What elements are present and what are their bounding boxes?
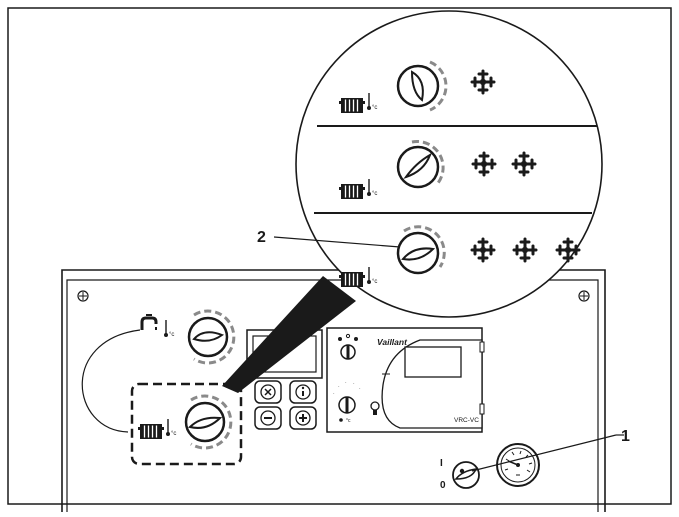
zoom-magnifier bbox=[295, 10, 603, 318]
row-1-dial bbox=[396, 60, 448, 112]
heating-temperature-dial[interactable] bbox=[184, 394, 233, 450]
boiler-control-panel bbox=[61, 269, 606, 512]
hot-water-thermometer-icon bbox=[163, 319, 176, 339]
minus-button[interactable] bbox=[254, 406, 282, 430]
controller-module: Vaillant · · · · · °c VRC-VC bbox=[326, 327, 485, 433]
switch-off-label: 0 bbox=[440, 480, 446, 491]
hot-water-temperature-dial[interactable] bbox=[187, 309, 236, 365]
room-temperature-knob[interactable] bbox=[338, 396, 356, 414]
svg-text:·: · bbox=[333, 391, 335, 397]
zoom-row-3 bbox=[338, 225, 581, 288]
mode-selector-knob[interactable] bbox=[340, 344, 356, 360]
svg-text:·: · bbox=[338, 384, 340, 390]
switch-on-label: I bbox=[440, 458, 443, 469]
module-display bbox=[404, 346, 462, 378]
row-2-dial bbox=[396, 140, 445, 189]
zoom-row-1 bbox=[338, 60, 496, 114]
mounting-screw-left bbox=[77, 290, 89, 302]
callout-2: 2 bbox=[257, 229, 401, 248]
zoom-cone bbox=[222, 276, 356, 393]
svg-text:1: 1 bbox=[621, 428, 630, 445]
mode-icons bbox=[338, 333, 358, 341]
zoom-row-2 bbox=[338, 140, 537, 200]
svg-text:·: · bbox=[345, 380, 347, 386]
callout-1: 1 bbox=[471, 428, 630, 472]
svg-text:·: · bbox=[353, 381, 355, 387]
outer-frame bbox=[7, 7, 672, 505]
heating-dial-highlight bbox=[130, 382, 243, 466]
hot-water-tap-icon bbox=[140, 314, 158, 330]
main-power-switch[interactable] bbox=[452, 461, 480, 489]
connector-arc bbox=[81, 329, 141, 433]
chimney-sweep-button[interactable] bbox=[254, 380, 282, 404]
row-3-dial bbox=[396, 225, 446, 275]
info-button[interactable] bbox=[289, 380, 317, 404]
module-label: VRC-VC bbox=[454, 417, 479, 424]
heating-thermometer-icon bbox=[165, 418, 178, 438]
mounting-screw-right bbox=[578, 290, 590, 302]
svg-text:°c: °c bbox=[346, 418, 351, 424]
lamp-icon bbox=[370, 401, 380, 415]
pressure-gauge bbox=[496, 443, 540, 487]
brand-logo: Vaillant bbox=[377, 337, 408, 347]
svg-text:·: · bbox=[359, 386, 361, 392]
plus-button[interactable] bbox=[289, 406, 317, 430]
heating-radiator-icon bbox=[137, 423, 165, 440]
sun-moon-icon: °c bbox=[339, 418, 351, 424]
svg-text:2: 2 bbox=[257, 229, 266, 246]
temperature-scale-icon: · · · · · bbox=[333, 380, 361, 397]
